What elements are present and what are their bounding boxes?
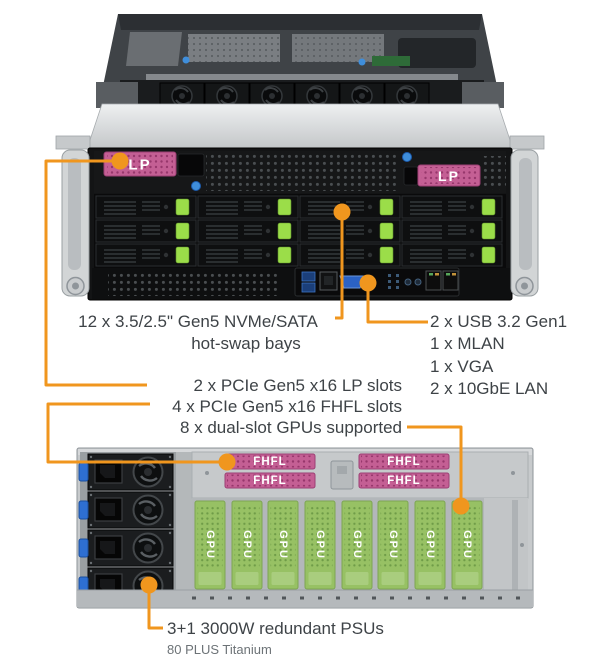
psu-module	[77, 528, 175, 568]
bottom-rail	[77, 590, 533, 607]
callout-dots	[111, 152, 470, 594]
gpu-slot-row: GPU GPU GPU GPU GPU GPU GPU GPU	[194, 500, 483, 590]
cable-bundle	[398, 38, 476, 68]
front-io-item: 2 x USB 3.2 Gen1	[430, 312, 568, 331]
callout-dot-io	[359, 274, 377, 292]
lan-port	[425, 270, 442, 291]
gpu-label: GPU	[351, 530, 363, 560]
pcb-edge	[372, 56, 410, 66]
callout-front-io: 2 x USB 3.2 Gen1 1 x MLAN 1 x VGA 2 x 10…	[430, 311, 567, 400]
gpu-label: GPU	[387, 530, 399, 560]
callout-drive-bays: 12 x 3.5/2.5" Gen5 NVMe/SATA hot-swap ba…	[58, 311, 338, 355]
drive-bay	[401, 243, 503, 267]
rear-view-image: FHFL FHFL FHFL FHFL GPU GPU GPU GPU G	[76, 447, 534, 609]
rack-ear-right	[510, 149, 539, 297]
callout-line-front-io	[366, 283, 428, 324]
usb-port	[301, 271, 316, 282]
thumbscrew-blue	[191, 181, 201, 191]
lp-slot-cover-right: LP	[403, 164, 481, 187]
gpu-label: GPU	[424, 530, 436, 560]
gpu-label: GPU	[277, 530, 289, 560]
callout-dot-gpu	[452, 497, 470, 515]
thumbscrew-blue	[402, 152, 412, 162]
callout-dot-lp	[111, 152, 129, 170]
callout-line-psu	[147, 585, 163, 630]
gpu-label: GPU	[204, 530, 216, 560]
front-io-item: 2 x 10GbE LAN	[430, 378, 549, 398]
usb-port	[301, 282, 316, 293]
drive-bay	[95, 195, 197, 219]
fhfl-label: FHFL	[387, 475, 420, 487]
thumbscrew-blue	[358, 58, 366, 66]
drive-bay	[299, 243, 401, 267]
psu-module	[77, 490, 175, 530]
callout-psu: 3+1 3000W redundant PSUs 80 PLUS Titaniu…	[167, 619, 384, 657]
thumbscrew-blue	[182, 56, 190, 64]
callout-line-drive-bays	[335, 212, 344, 320]
fhfl-panel: FHFL FHFL FHFL FHFL	[191, 451, 529, 499]
drive-bay	[299, 219, 401, 243]
callout-line-gpu-slots	[407, 425, 463, 500]
expansion-item: 8 x dual-slot GPUs supported	[179, 418, 402, 437]
drive-bay	[401, 195, 503, 219]
top-cover	[86, 103, 514, 150]
led-cluster	[388, 274, 399, 289]
callout-dot-psu	[140, 576, 158, 594]
latch	[330, 460, 354, 490]
fhfl-label: FHFL	[387, 456, 420, 468]
callout-line-fhfl-slots	[46, 402, 219, 464]
id-button	[414, 278, 422, 286]
lp-label: LP	[128, 157, 151, 174]
front-view-image: LP LP	[55, 14, 545, 301]
drive-bay	[197, 219, 299, 243]
front-io-item: 1 x MLAN	[430, 334, 505, 354]
drive-bay	[197, 243, 299, 267]
expansion-item: 2 x PCIe Gen5 x16 LP slots	[193, 376, 402, 395]
gpu-label: GPU	[314, 530, 326, 560]
drive-bay	[95, 219, 197, 243]
callout-expansion: 2 x PCIe Gen5 x16 LP slots 4 x PCIe Gen5…	[100, 375, 402, 438]
gpu-label: GPU	[241, 530, 253, 560]
drive-bay	[197, 195, 299, 219]
callout-dot-bays	[333, 203, 351, 221]
callout-dot-fhfl	[218, 453, 236, 471]
fhfl-label: FHFL	[253, 475, 286, 487]
lp-label: LP	[438, 168, 460, 184]
callout-lines	[44, 159, 463, 630]
gpu-label: GPU	[461, 530, 473, 560]
lan-port	[442, 270, 459, 291]
power-button	[404, 278, 412, 286]
callout-line-lp-slots	[44, 159, 147, 387]
rack-ear-left	[61, 149, 90, 297]
expansion-item: 4 x PCIe Gen5 x16 FHFL slots	[172, 397, 402, 416]
fhfl-label: FHFL	[253, 456, 286, 468]
front-io-item: 1 x VGA	[430, 356, 494, 376]
drive-bays-line1: 12 x 3.5/2.5" Gen5 NVMe/SATA	[78, 312, 318, 331]
drive-bays-line2: hot-swap bays	[191, 334, 301, 353]
front-io-panel	[294, 267, 460, 297]
drive-bay	[401, 219, 503, 243]
drive-bay	[95, 243, 197, 267]
psu-title: 3+1 3000W redundant PSUs	[167, 619, 384, 638]
psu-subtitle: 80 PLUS Titanium	[167, 642, 272, 657]
psu-module	[77, 452, 175, 492]
